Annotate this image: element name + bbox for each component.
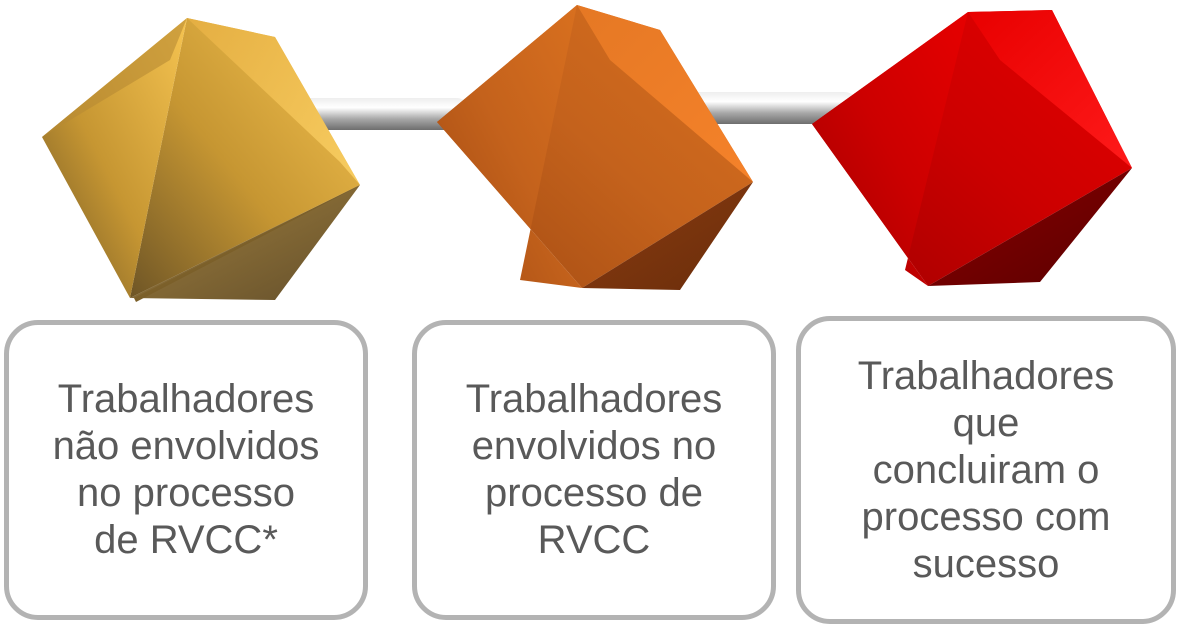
stage-2-label: Trabalhadores envolvidos no processo de …: [465, 377, 723, 562]
stage-1-label-box: Trabalhadores não envolvidos no processo…: [4, 320, 368, 620]
stage-2-label-box: Trabalhadores envolvidos no processo de …: [412, 320, 776, 620]
stage-3-cube: [812, 10, 1132, 286]
stage-3-label-box: Trabalhadores que concluiram o processo …: [796, 316, 1176, 624]
stage-3-label: Trabalhadores que concluiram o processo …: [857, 353, 1115, 586]
stage-1-label: Trabalhadores não envolvidos no processo…: [52, 377, 320, 562]
stage-2-cube: [437, 5, 753, 290]
stage-1-cube: [42, 18, 360, 302]
